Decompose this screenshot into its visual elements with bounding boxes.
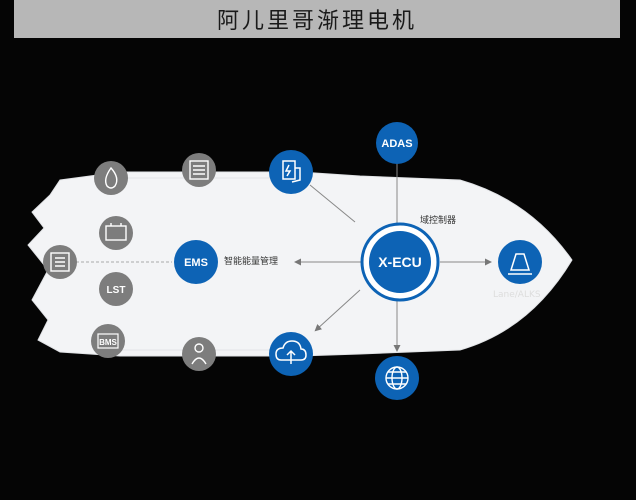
bms-node[interactable] [91, 324, 125, 358]
adas-label: ADAS [381, 138, 412, 150]
ev-charger-icon [282, 160, 301, 183]
title-banner: 阿儿里哥渐理电机 [14, 0, 620, 38]
ems-node[interactable] [174, 240, 218, 284]
x-ecu-hub[interactable] [369, 231, 431, 293]
flame-icon [104, 166, 118, 189]
bms-icon [97, 333, 119, 349]
battery-node[interactable] [99, 216, 133, 250]
lst-node[interactable] [99, 272, 133, 306]
battery-icon [105, 223, 127, 241]
lst-label: LST [107, 285, 126, 296]
link-charger-xecu [309, 184, 356, 223]
bms-label: BMS [99, 338, 117, 347]
car-node[interactable] [498, 240, 542, 284]
flame-node[interactable] [94, 161, 128, 195]
globe-icon [385, 366, 409, 390]
car-lane-icon [508, 253, 532, 275]
xecu-side-label: 域控制器 [420, 216, 457, 226]
right-node-label: Lane/ALKS [493, 290, 541, 300]
ems-label: EMS [184, 257, 208, 269]
adas-node[interactable] [376, 122, 418, 164]
gear-icon [189, 160, 209, 180]
inverter-icon [50, 252, 70, 272]
cloud-upload-icon [275, 340, 307, 364]
person-icon [191, 343, 207, 365]
person-node[interactable] [182, 337, 216, 371]
link-xecu-cloud [314, 289, 361, 332]
ems-side-label: 智能能量管理 [224, 257, 279, 267]
x-ecu-label: X-ECU [378, 254, 422, 270]
banner-title: 阿儿里哥渐理电机 [216, 9, 417, 34]
charger-node[interactable] [269, 150, 313, 194]
